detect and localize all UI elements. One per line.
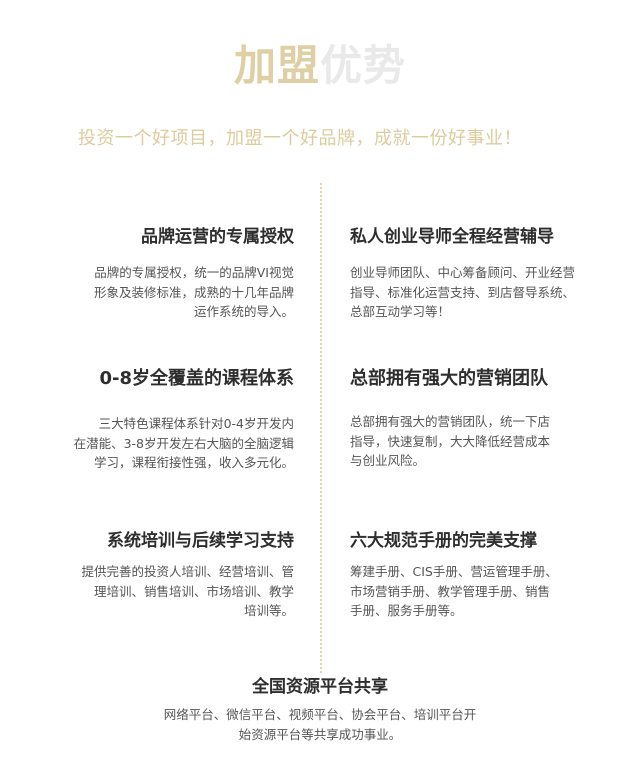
advantage-title: 系统培训与后续学习支持 — [107, 531, 294, 551]
page-subtitle: 投资一个好项目，加盟一个好品牌，成就一份好事业！ — [78, 128, 522, 149]
advantage-line: 运作系统的导入。 — [193, 304, 294, 319]
advantage-line: 总部拥有强大的营销团队，统一下店 — [350, 414, 551, 429]
advantage-title: 总部拥有强大的营销团队 — [350, 368, 548, 389]
advantage-description: 提供完善的投资人培训、经营培训、管 理培训、销售培训、市场培训、教学 培训等。 — [14, 562, 294, 621]
advantage-line: 学习，课程衔接性强，收入多元化。 — [93, 455, 294, 470]
advantage-description: 创业导师团队、中心筹备顾问、开业经营 指导、标准化运营支持、到店督导系统、 总部… — [350, 263, 630, 322]
page-title-part1: 加盟 — [233, 41, 320, 90]
advantage-title: 六大规范手册的完美支撑 — [350, 531, 537, 551]
advantage-line: 创业导师团队、中心筹备顾问、开业经营 — [350, 265, 576, 280]
advantage-line: 形象及装修标准，成熟的十几年品牌 — [93, 284, 294, 300]
advantage-line: 市场营销手册、教学管理手册、销售 — [350, 583, 551, 599]
advantage-title: 品牌运营的专属授权 — [141, 227, 294, 247]
advantage-line: 培训等。 — [243, 603, 294, 618]
advantage-description: 网络平台、微信平台、视频平台、协会平台、培训平台开 始资源平台等共享成功事业。 — [110, 705, 530, 744]
advantage-line: 理培训、销售培训、市场培训、教学 — [93, 583, 294, 599]
advantage-training-support: 系统培训与后续学习支持 提供完善的投资人培训、经营培训、管 理培训、销售培训、市… — [14, 526, 294, 621]
advantage-line: 网络平台、微信平台、视频平台、协会平台、培训平台开 — [163, 707, 477, 722]
advantage-title: 0-8岁全覆盖的课程体系 — [99, 368, 294, 389]
advantage-title: 私人创业导师全程经营辅导 — [350, 227, 554, 247]
advantage-description: 总部拥有强大的营销团队，统一下店 指导，快速复制，大大降低经营成本 与创业风险。 — [350, 412, 612, 471]
advantage-line: 筹建手册、CIS手册、营运管理手册、 — [350, 564, 558, 579]
advantage-marketing-team: 总部拥有强大的营销团队 总部拥有强大的营销团队，统一下店 指导，快速复制，大大降… — [350, 364, 612, 471]
advantage-line: 三大特色课程体系针对0-4岁开发内 — [98, 416, 294, 431]
advantage-manuals: 六大规范手册的完美支撑 筹建手册、CIS手册、营运管理手册、 市场营销手册、教学… — [350, 526, 612, 621]
advantage-line: 在潜能、3-8岁开发左右大脑的全脑逻辑 — [73, 435, 294, 451]
advantage-line: 手册、服务手册等。 — [350, 603, 463, 618]
advantage-course-system: 0-8岁全覆盖的课程体系 三大特色课程体系针对0-4岁开发内 在潜能、3-8岁开… — [14, 364, 294, 473]
page-title: 加盟优势 — [0, 32, 640, 93]
advantage-title: 全国资源平台共享 — [252, 677, 388, 697]
advantage-line: 品牌的专属授权，统一的品牌VI视觉 — [94, 265, 294, 280]
advantage-brand-license: 品牌运营的专属授权 品牌的专属授权，统一的品牌VI视觉 形象及装修标准，成熟的十… — [30, 222, 294, 322]
advantage-mentor-guidance: 私人创业导师全程经营辅导 创业导师团队、中心筹备顾问、开业经营 指导、标准化运营… — [350, 222, 630, 322]
advantage-description: 筹建手册、CIS手册、营运管理手册、 市场营销手册、教学管理手册、销售 手册、服… — [350, 562, 612, 621]
advantage-line: 总部互动学习等！ — [350, 304, 451, 319]
page-title-part2: 优势 — [320, 41, 407, 90]
advantage-description: 品牌的专属授权，统一的品牌VI视觉 形象及装修标准，成熟的十几年品牌 运作系统的… — [30, 263, 294, 322]
advantage-line: 与创业风险。 — [350, 453, 426, 468]
advantage-line: 提供完善的投资人培训、经营培训、管 — [81, 564, 294, 579]
advantage-resource-sharing: 全国资源平台共享 网络平台、微信平台、视频平台、协会平台、培训平台开 始资源平台… — [110, 672, 530, 744]
advantage-description: 三大特色课程体系针对0-4岁开发内 在潜能、3-8岁开发左右大脑的全脑逻辑 学习… — [14, 414, 294, 473]
center-dotted-divider — [320, 183, 322, 673]
advantage-line: 始资源平台等共享成功事业。 — [238, 726, 402, 742]
advantage-line: 指导，快速复制，大大降低经营成本 — [350, 433, 551, 449]
advantage-line: 指导、标准化运营支持、到店督导系统、 — [350, 284, 576, 300]
